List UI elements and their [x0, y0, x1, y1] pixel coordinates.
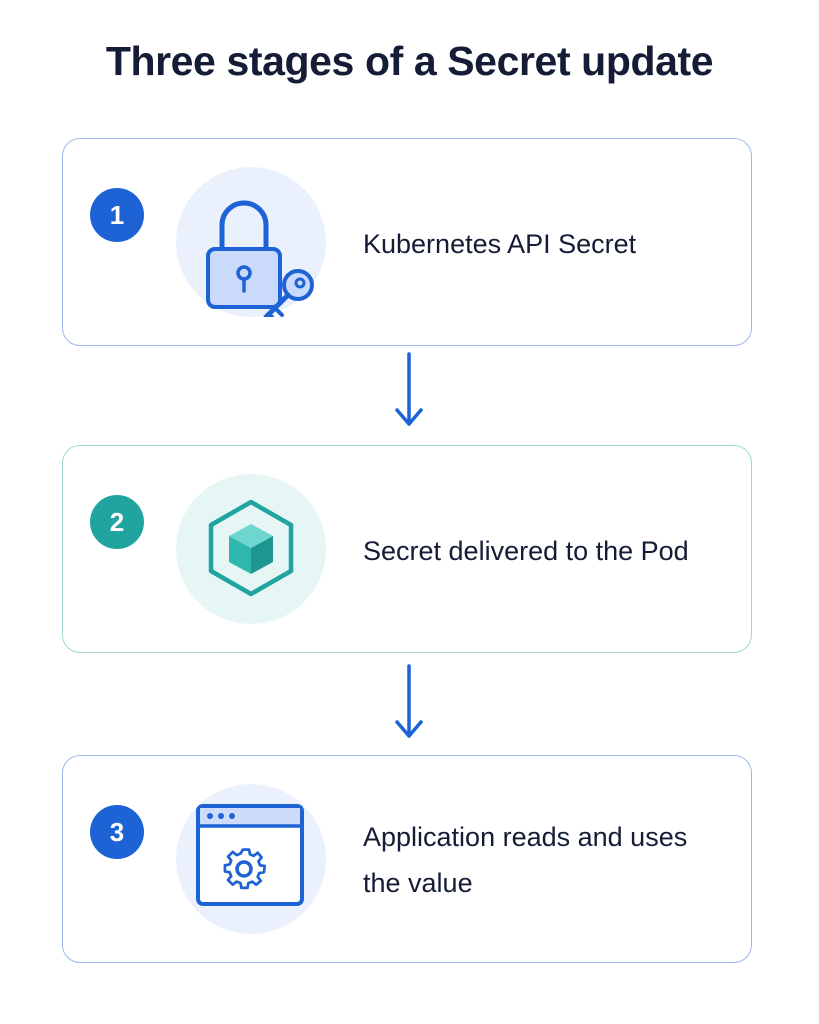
app-window-gear-icon — [176, 784, 326, 934]
stage-card-2: 2 Secret delivered to the Pod — [62, 445, 752, 653]
stage-number-badge-1: 1 — [90, 188, 144, 242]
arrow-down-icon — [395, 664, 423, 738]
stage-card-1: 1 Kubernetes API Secret — [62, 138, 752, 346]
stage-card-3: 3 Application reads and uses the value — [62, 755, 752, 963]
cube-hexagon-icon — [176, 474, 326, 624]
diagram-title: Three stages of a Secret update — [105, 38, 714, 84]
stage-label-3: Application reads and uses the value — [363, 822, 688, 898]
stage-number-badge-3: 3 — [90, 805, 144, 859]
stage-number-badge-2: 2 — [90, 495, 144, 549]
lock-key-icon — [176, 167, 326, 317]
stage-label-2: Secret delivered to the Pod — [363, 536, 689, 566]
stage-label-1: Kubernetes API Secret — [363, 229, 637, 259]
arrow-down-icon — [395, 352, 423, 426]
